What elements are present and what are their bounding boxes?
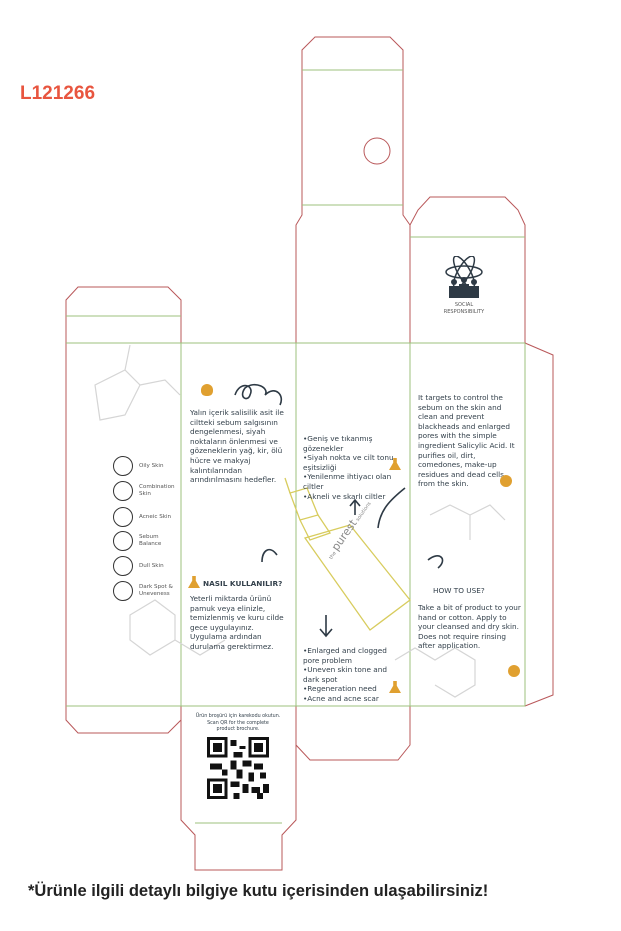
- en-for-item: •Acne and acne scar: [303, 693, 379, 703]
- skin-type: Acneic Skin: [139, 513, 172, 520]
- qr-code[interactable]: [207, 737, 269, 799]
- acneic-skin-icon: [113, 507, 133, 527]
- skin-type: Combination Skin: [139, 484, 175, 497]
- social-responsibility-icon: [444, 255, 484, 298]
- bottle-illustration: [284, 477, 411, 631]
- tr-for-item: •Geniş ve tıkanmış gözenekler: [303, 434, 373, 453]
- social-label-2: RESPONSIBILITY: [443, 309, 485, 315]
- combination-skin-icon: [113, 481, 133, 501]
- footer-note: *Ürünle ilgili detaylı bilgiye kutu içer…: [28, 882, 489, 900]
- en-howto: Take a bit of product to your hand or co…: [418, 603, 521, 651]
- oily-skin-icon: [113, 456, 133, 476]
- skin-type: Dark Spot & Uneveness: [139, 584, 173, 597]
- tr-howto-title: NASIL KULLANILIR?: [203, 579, 283, 588]
- skin-type: Sebum Balance: [139, 534, 162, 547]
- tr-for-item: •Yenilenme ihtiyacı olan ciltler: [303, 472, 392, 491]
- flask-icon: [201, 384, 213, 396]
- tr-description: Yalın içerik salisilik asit ile ciltteki…: [190, 408, 284, 485]
- en-howto-title: HOW TO USE?: [433, 586, 485, 595]
- sebum-balance-icon: [113, 531, 133, 551]
- flask-icon: [500, 475, 512, 487]
- skin-type: Oily Skin: [139, 462, 164, 469]
- en-for-item: •Regeneration need: [303, 684, 377, 694]
- en-for-item: •Uneven skin tone and dark spot: [303, 665, 387, 684]
- dull-skin-icon: [113, 556, 133, 576]
- skin-type: Dull Skin: [139, 562, 164, 569]
- en-for-item: •Enlarged and clogged pore problem: [303, 646, 387, 665]
- social-label-1: SOCIAL: [454, 302, 474, 308]
- flask-icon: [508, 665, 520, 677]
- en-description: It targets to control the sebum on the s…: [418, 393, 515, 489]
- tr-howto: Yeterli miktarda ürünü pamuk veya eliniz…: [190, 594, 284, 651]
- tr-for-item: •Siyah nokta ve cilt tonu eşitsizliği: [303, 453, 394, 472]
- qr-text-en: Scan QR for the complete product brochur…: [207, 720, 269, 733]
- tr-for-item: •Akneli ve skarlı ciltler: [303, 491, 386, 501]
- dark-spot-icon: [113, 581, 133, 601]
- qr-text-tr: Ürün broşürü için karekodu okutun.: [195, 714, 281, 719]
- product-code: L121266: [20, 83, 96, 104]
